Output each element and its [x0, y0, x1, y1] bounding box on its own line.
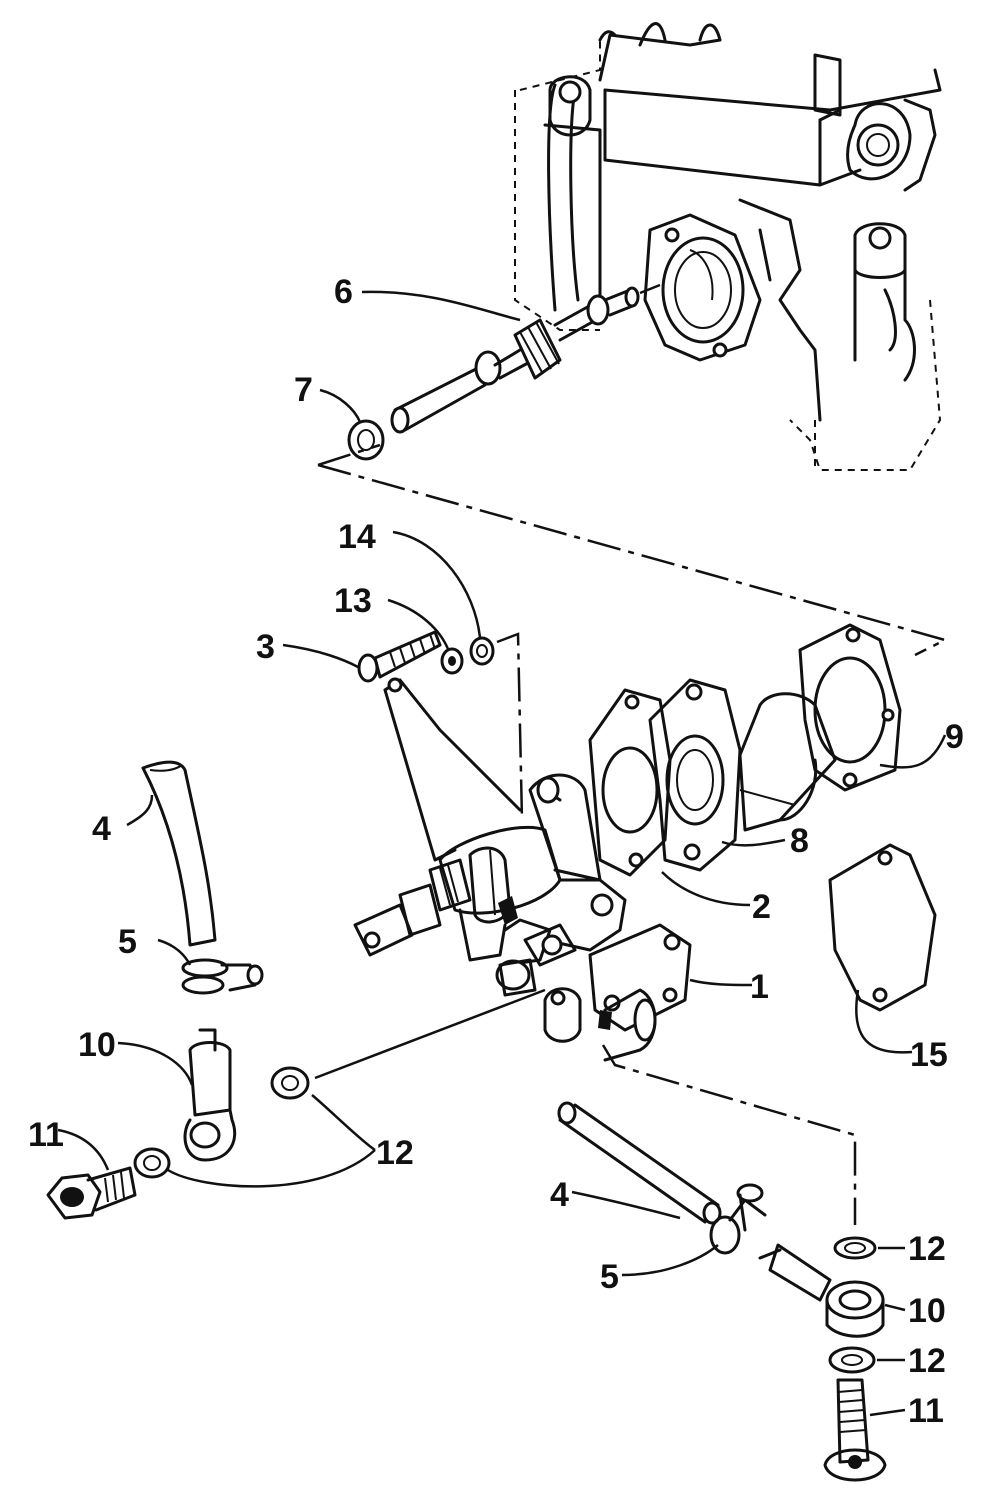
spacer-8: [648, 678, 742, 872]
alignment-line-top: [317, 443, 949, 657]
callout-5-upper: 5: [118, 923, 137, 961]
callout-11-right: 11: [908, 1392, 944, 1430]
drive-shaft-gear: [390, 283, 661, 434]
washer-12-left: [270, 1066, 310, 1100]
callout-8: 8: [790, 822, 809, 860]
callout-10-upper: 10: [78, 1026, 116, 1064]
callout-7: 7: [294, 371, 313, 409]
callout-9: 9: [945, 718, 964, 756]
banjo-bolt-11-right: [823, 1378, 887, 1482]
washer-7: [347, 419, 385, 461]
callout-10-lower: 10: [908, 1292, 946, 1330]
callout-12-right-top: 12: [908, 1230, 946, 1268]
oil-pump-body: [353, 677, 692, 1062]
callout-12-left: 12: [376, 1134, 414, 1172]
cover-plate-15: [828, 843, 937, 1012]
washer-14: [469, 636, 495, 666]
clamp-5-upper: [181, 958, 264, 995]
callout-12-right-bottom: 12: [908, 1342, 946, 1380]
washer-12-right-bottom: [828, 1346, 876, 1374]
adapter-9: [738, 623, 902, 832]
hose-4-upper: [141, 760, 217, 947]
screw-3: [357, 630, 442, 683]
callout-3: 3: [256, 628, 275, 666]
banjo-fitting-10-upper: [183, 1028, 237, 1162]
callout-4-lower: 4: [550, 1176, 569, 1214]
lockwasher-13: [440, 647, 464, 675]
gasket-2: [588, 688, 672, 877]
engine-crankcase: [514, 22, 942, 471]
alignment-line-lower: [601, 1044, 857, 1225]
callout-15: 15: [910, 1036, 948, 1074]
alignment-line-screw: [496, 632, 524, 821]
banjo-bolt-11-left: [46, 1166, 137, 1220]
callout-14: 14: [338, 518, 376, 556]
callout-labels: 6 7 14 13 3 9 4 8 2 5 1 10 15 11 12 4 12…: [28, 273, 964, 1430]
leader-lines: [57, 290, 947, 1417]
callout-13: 13: [334, 582, 372, 620]
callout-5-lower: 5: [600, 1258, 619, 1296]
line-pump-to-washer-12: [314, 988, 546, 1080]
callout-11-left: 11: [28, 1116, 64, 1154]
callout-2: 2: [752, 888, 771, 926]
callout-4-upper: 4: [92, 810, 111, 848]
callout-1: 1: [750, 968, 769, 1006]
hose-4-lower: [557, 1101, 722, 1225]
washer-12-right-top: [833, 1236, 877, 1260]
callout-6: 6: [334, 273, 353, 311]
clamp-5-lower: [709, 1183, 767, 1255]
banjo-fitting-10-lower: [758, 1243, 885, 1338]
washer-12-left-lower: [133, 1147, 171, 1179]
